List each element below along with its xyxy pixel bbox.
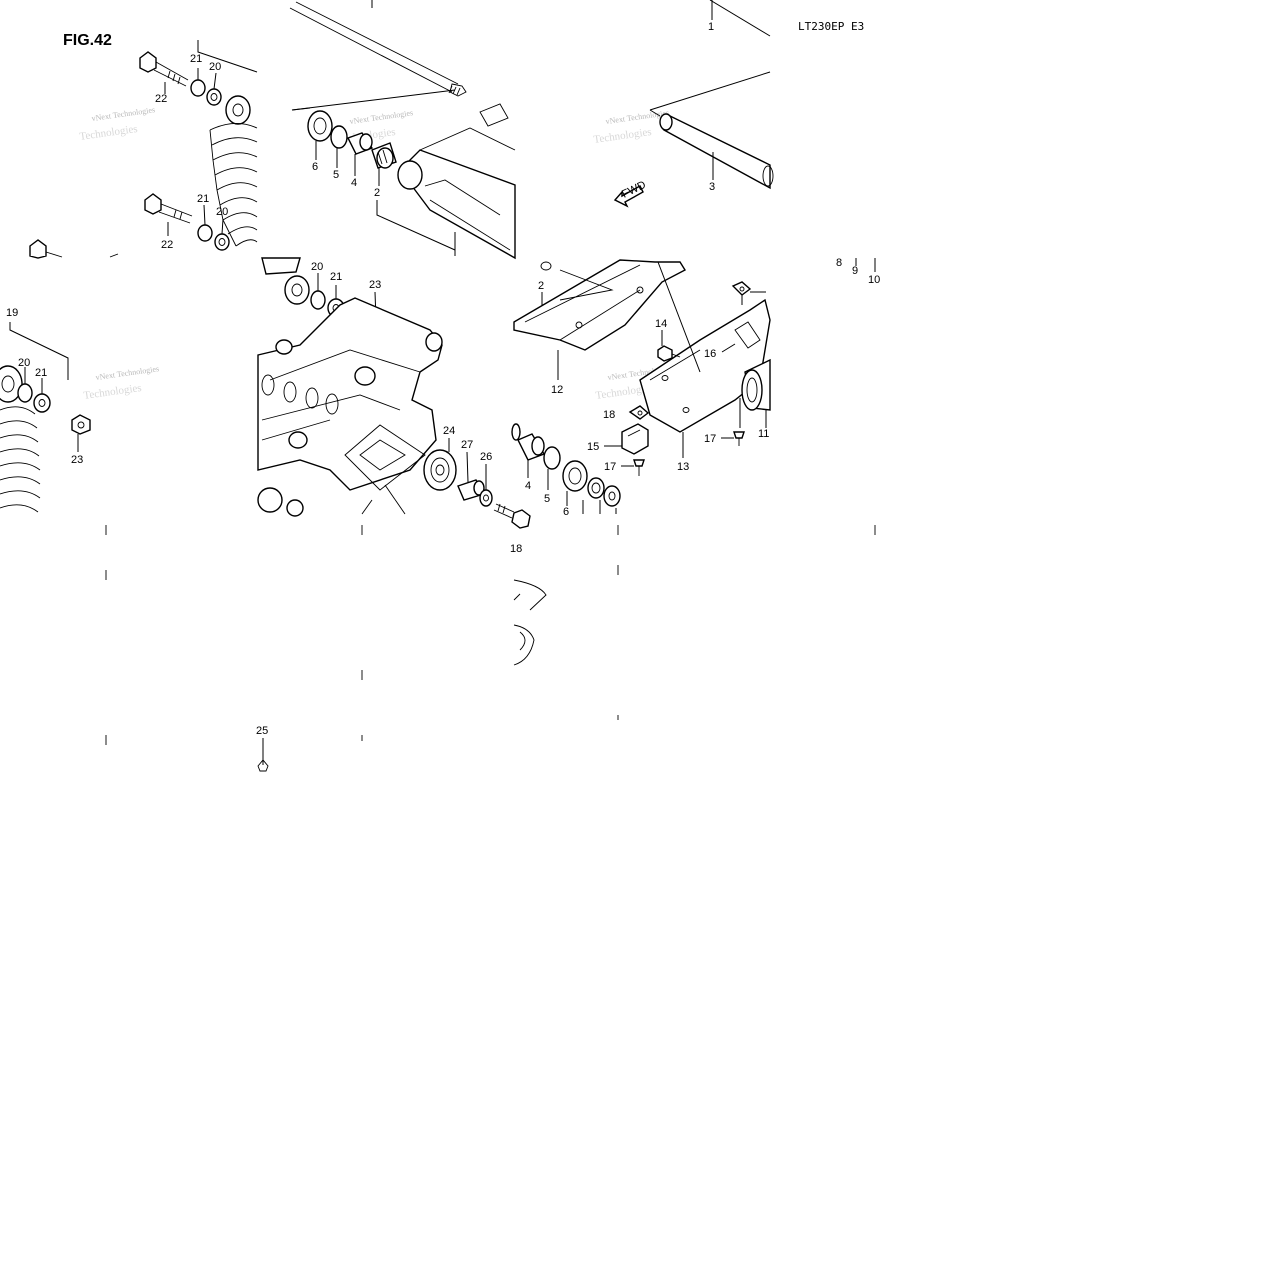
watermark-text: Technologies [79,123,139,143]
callout-2: 2 [538,280,544,292]
callout-4: 4 [351,177,357,189]
bolt-22-lower [144,193,193,224]
callout-20: 20 [18,357,30,369]
callout-21: 21 [330,271,342,283]
callout-6: 6 [312,161,318,173]
callout-17: 17 [704,433,716,445]
model-code: LT230EP E3 [798,20,864,33]
callout-20: 20 [216,206,228,218]
callout-6: 6 [563,506,569,518]
callout-23: 23 [71,454,83,466]
callout-21: 21 [35,367,47,379]
watermark-text: vNext Technologies [349,108,414,126]
callout-26: 26 [480,451,492,463]
rear-shock-lower-tile [0,322,91,513]
rear-shock-upper-tile [29,40,258,259]
callout-1: 1 [708,21,714,33]
callout-24: 24 [443,425,455,437]
callout-14: 14 [655,318,667,330]
watermark-text: vNext Technologies [95,364,160,382]
callout-19: 19 [6,307,18,319]
callout-15: 15 [587,441,599,453]
callout-22: 22 [161,239,173,251]
callout-9: 9 [852,265,858,277]
swingarm-pivot-tile [289,0,516,260]
chain-guard-tile [511,259,771,514]
callout-20: 20 [209,61,221,73]
bolt-22-upper [139,51,189,87]
callout-11: 11 [758,428,769,440]
callout-4: 4 [525,480,531,492]
callout-18: 18 [510,543,522,555]
callout-5: 5 [333,169,339,181]
callout-labels: 1 2 2 3 4 4 5 5 6 6 8 9 10 11 12 13 14 1… [6,21,880,737]
lower-fragments [105,525,876,772]
pivot-tube-tile: FWD [613,0,876,272]
callout-13: 13 [677,461,689,473]
watermark-text: Technologies [593,126,653,146]
callout-5: 5 [544,493,550,505]
callout-8: 8 [836,257,842,269]
fwd-arrow-icon: FWD [613,179,648,208]
callout-20: 20 [311,261,323,273]
callout-23: 23 [369,279,381,291]
callout-21: 21 [190,53,202,65]
callout-18: 18 [603,409,615,421]
callout-16: 16 [704,348,716,360]
watermark-text: Technologies [83,382,143,402]
watermark-text: vNext Technologies [91,105,156,123]
callout-3: 3 [709,181,715,193]
figure-title: FIG.42 [63,32,112,49]
swingarm-body-tile [257,257,531,529]
callout-17: 17 [604,461,616,473]
callout-12: 12 [551,384,563,396]
callout-25: 25 [256,725,268,737]
callout-27: 27 [461,439,473,451]
callout-22: 22 [155,93,167,105]
callout-2: 2 [374,187,380,199]
callout-21: 21 [197,193,209,205]
callout-10: 10 [868,274,880,286]
